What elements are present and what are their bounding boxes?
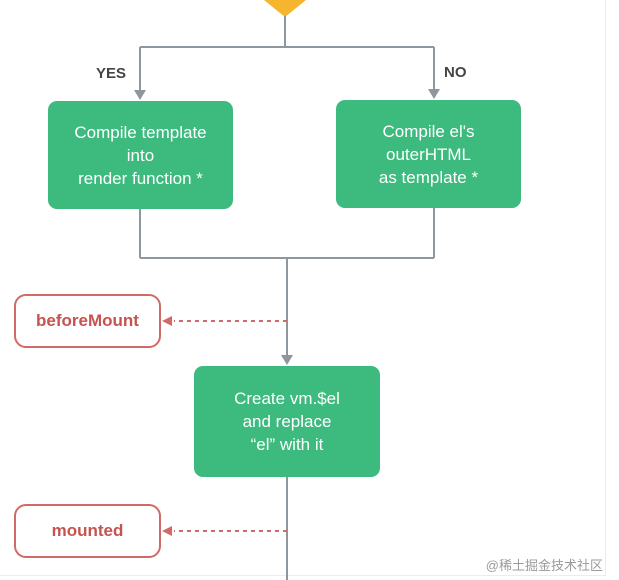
compile-el-line-3: as template *	[378, 167, 479, 187]
create-el-line-2: and replace	[242, 412, 332, 431]
mounted-arrow	[162, 526, 172, 536]
create-el-line-1: Create vm.$el	[234, 389, 340, 408]
before-mount-hook: beforeMount	[14, 294, 161, 348]
yes-branch-arrow	[134, 90, 146, 100]
create-el-line-3: “el” with it	[250, 435, 324, 454]
compile-template-line-2: into	[126, 145, 155, 165]
compile-el-box: Compile el's outerHTML as template *	[336, 100, 521, 208]
before-mount-arrow	[162, 316, 172, 326]
compile-el-line-2: outerHTML	[385, 144, 472, 164]
compile-template-box: Compile template into render function *	[48, 101, 233, 209]
compile-template-line-3: render function *	[78, 168, 203, 188]
compile-template-line-1: Compile template	[74, 122, 207, 142]
compile-el-line-1: Compile el's	[382, 121, 475, 141]
yes-branch-label: YES	[96, 65, 127, 82]
create-el-box: Create vm.$el and replace “el” with it	[194, 366, 380, 477]
no-branch-arrow	[428, 89, 440, 99]
no-branch-label: NO	[444, 64, 467, 81]
decision-diamond-bottom	[264, 0, 306, 17]
main-flow-arrow	[281, 355, 293, 365]
page-frame	[0, 0, 606, 576]
mounted-hook: mounted	[14, 504, 161, 558]
watermark: @稀土掘金技术社区	[485, 558, 603, 573]
